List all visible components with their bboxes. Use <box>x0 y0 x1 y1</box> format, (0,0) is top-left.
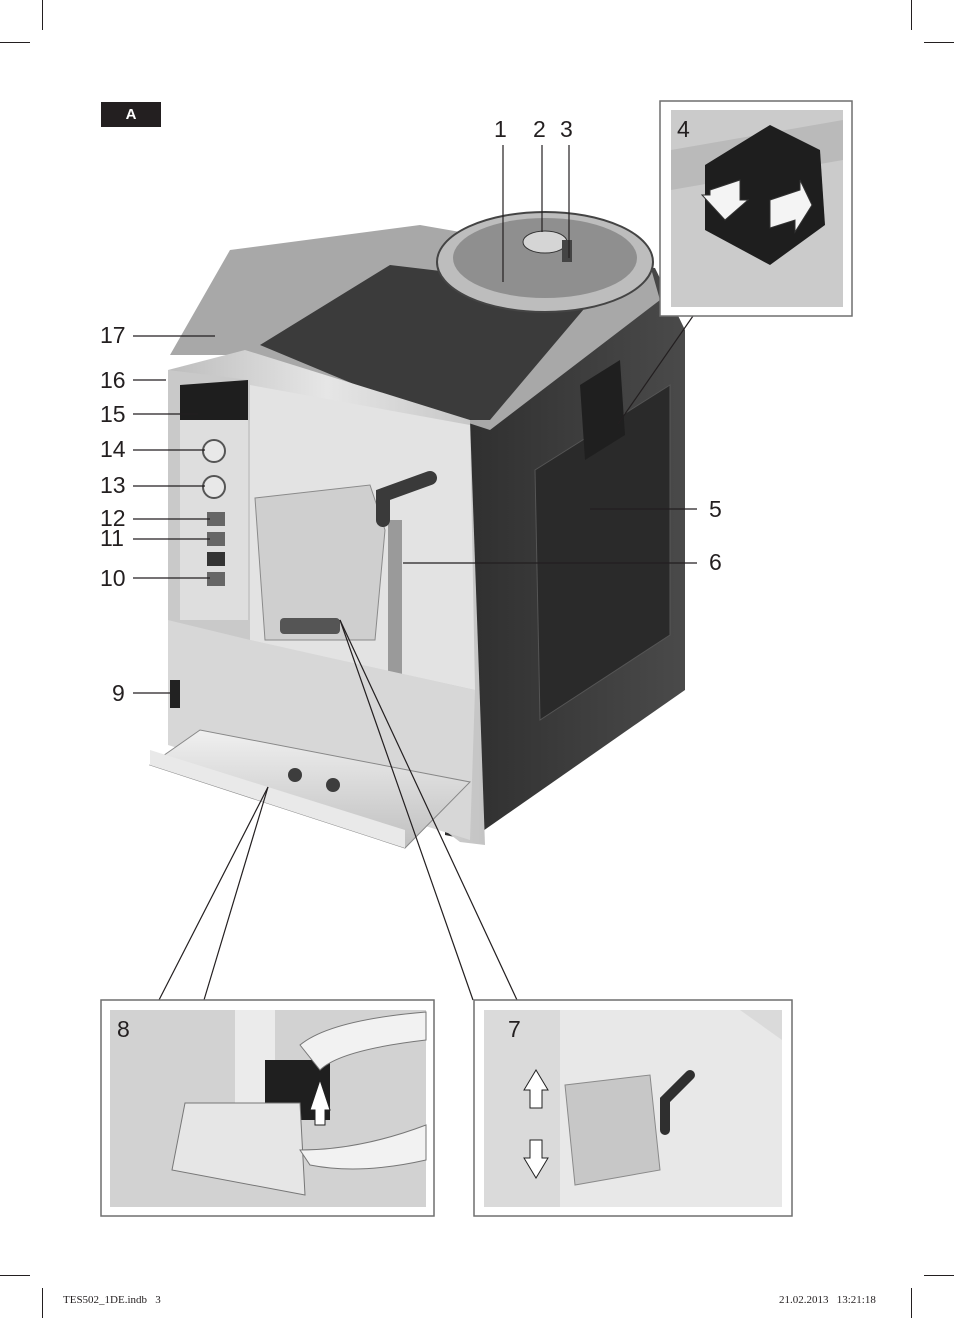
callout-16: 16 <box>100 367 126 393</box>
crop-mark-bottom-left-h <box>0 1275 30 1276</box>
callout-17: 17 <box>100 322 126 348</box>
callout-7: 7 <box>508 1016 521 1042</box>
crop-mark-top-right-h <box>924 42 954 43</box>
callout-11: 11 <box>100 525 124 551</box>
callout-2: 2 <box>533 116 546 142</box>
crop-mark-top-left-v <box>42 0 43 30</box>
callout-3: 3 <box>560 116 573 142</box>
callout-6: 6 <box>709 549 722 575</box>
callout-15: 15 <box>100 401 126 427</box>
callout-10: 10 <box>100 565 126 591</box>
crop-mark-top-right-v <box>911 0 912 30</box>
footer-timestamp: 21.02.2013 13:21:18 <box>779 1294 876 1306</box>
callout-12: 12 <box>100 505 126 531</box>
crop-mark-bottom-right-v <box>911 1288 912 1318</box>
callout-9: 9 <box>112 680 125 706</box>
section-badge: A <box>101 102 161 127</box>
crop-mark-bottom-right-h <box>924 1275 954 1276</box>
crop-mark-bottom-left-v <box>42 1288 43 1318</box>
callout-1: 1 <box>494 116 507 142</box>
callout-4: 4 <box>677 116 690 142</box>
footer-file-name: TES502_1DE.indb 3 <box>63 1294 161 1306</box>
callout-8: 8 <box>117 1016 130 1042</box>
callout-14: 14 <box>100 436 126 462</box>
crop-mark-top-left-h <box>0 42 30 43</box>
callout-5: 5 <box>709 496 722 522</box>
callout-13: 13 <box>100 472 126 498</box>
